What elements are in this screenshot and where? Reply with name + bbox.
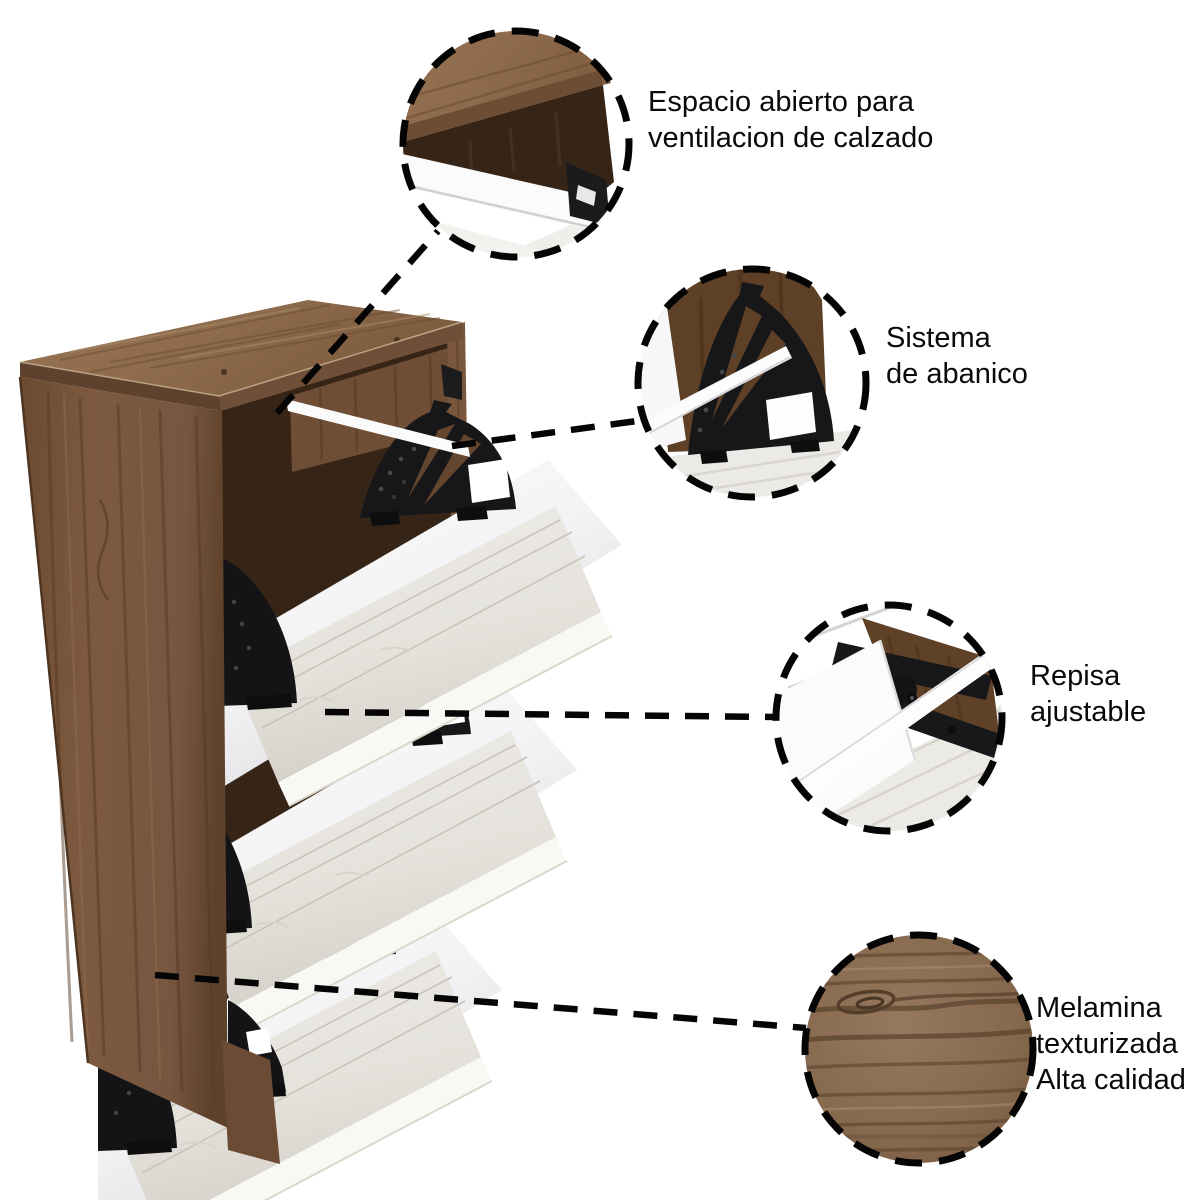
label-adjustable-shelf: Repisa ajustable (1030, 658, 1146, 730)
callout-circle-adjustable-shelf (772, 601, 1006, 835)
cabinet-bottom-edge (222, 1040, 280, 1164)
cabinet (18, 300, 623, 1200)
callout-circle-fan-system (634, 265, 870, 501)
label-melamine-line3: Alta calidad (1036, 1064, 1186, 1096)
callout-circle-melamine (801, 931, 1037, 1167)
label-melamine-line1: Melamina (1036, 992, 1162, 1024)
label-melamine: Melamina texturizada Alta calidad (1036, 990, 1186, 1098)
leader-line-adjustable-shelf (324, 708, 775, 721)
label-melamine-line2: texturizada (1036, 1028, 1178, 1060)
label-fan-system: Sistema de abanico (886, 320, 1028, 392)
callout-circle-ventilation (399, 27, 633, 261)
label-ventilation: Espacio abierto para ventilacion de calz… (648, 84, 933, 156)
label-fan-system-line1: Sistema (886, 322, 991, 354)
label-adjustable-shelf-line1: Repisa (1030, 660, 1121, 692)
label-ventilation-line1: Espacio abierto para (648, 86, 914, 118)
leader-line-ventilation (274, 228, 441, 416)
leader-line-melamine (154, 971, 807, 1032)
leader-line-fan-system (451, 417, 638, 450)
label-fan-system-line2: de abanico (886, 358, 1028, 390)
leader-lines (154, 228, 807, 1032)
label-ventilation-line2: ventilacion de calzado (648, 122, 934, 154)
label-adjustable-shelf-line2: ajustable (1030, 696, 1147, 728)
